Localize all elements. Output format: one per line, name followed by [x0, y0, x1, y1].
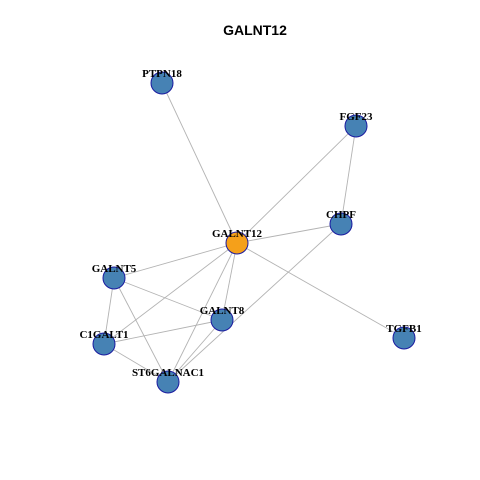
node-circle — [225, 231, 249, 255]
node-galnt5: GALNT5 — [92, 263, 137, 290]
edge-galnt5-galnt8 — [113, 277, 223, 321]
node-label: PTPN18 — [142, 68, 182, 80]
node-label: GALNT12 — [212, 228, 263, 240]
node-label: C1GALT1 — [79, 329, 128, 341]
edge-galnt12-fgf23 — [236, 125, 357, 244]
node-tgfb1: TGFB1 — [386, 323, 422, 350]
node-circle — [329, 212, 353, 236]
edge-galnt12-galnt5 — [113, 242, 238, 279]
node-label: GALNT5 — [92, 263, 137, 275]
node-galnt8: GALNT8 — [200, 305, 245, 332]
diagram-title: GALNT12 — [223, 22, 287, 38]
edge-galnt8-st6galnac1 — [167, 319, 223, 383]
edge-c1galt1-st6galnac1 — [103, 343, 169, 383]
node-fgf23: FGF23 — [340, 111, 373, 138]
node-label: FGF23 — [340, 111, 373, 123]
edge-galnt5-st6galnac1 — [113, 277, 169, 383]
edge-galnt12-ptpn18 — [161, 82, 238, 244]
node-label: GALNT8 — [200, 305, 245, 317]
node-circle — [210, 308, 234, 332]
node-ptpn18: PTPN18 — [142, 68, 182, 95]
edge-chpf-st6galnac1 — [167, 223, 342, 383]
edge-galnt12-chpf — [236, 223, 342, 244]
node-circle — [156, 370, 180, 394]
edge-galnt12-tgfb1 — [236, 242, 405, 339]
node-circle — [344, 114, 368, 138]
node-circle — [150, 71, 174, 95]
node-st6galnac1: ST6GALNAC1 — [132, 367, 204, 394]
node-galnt12: GALNT12 — [212, 228, 263, 255]
node-circle — [102, 266, 126, 290]
node-chpf: CHPF — [326, 209, 356, 236]
node-label: CHPF — [326, 209, 356, 221]
node-c1galt1: C1GALT1 — [79, 329, 129, 356]
edge-galnt8-c1galt1 — [103, 319, 223, 345]
edge-galnt12-galnt8 — [221, 242, 238, 321]
node-circle — [392, 326, 416, 350]
edge-galnt12-c1galt1 — [103, 242, 238, 345]
node-label: TGFB1 — [386, 323, 421, 335]
node-circle — [92, 332, 116, 356]
edge-fgf23-chpf — [340, 125, 357, 225]
node-label: ST6GALNAC1 — [132, 367, 204, 379]
